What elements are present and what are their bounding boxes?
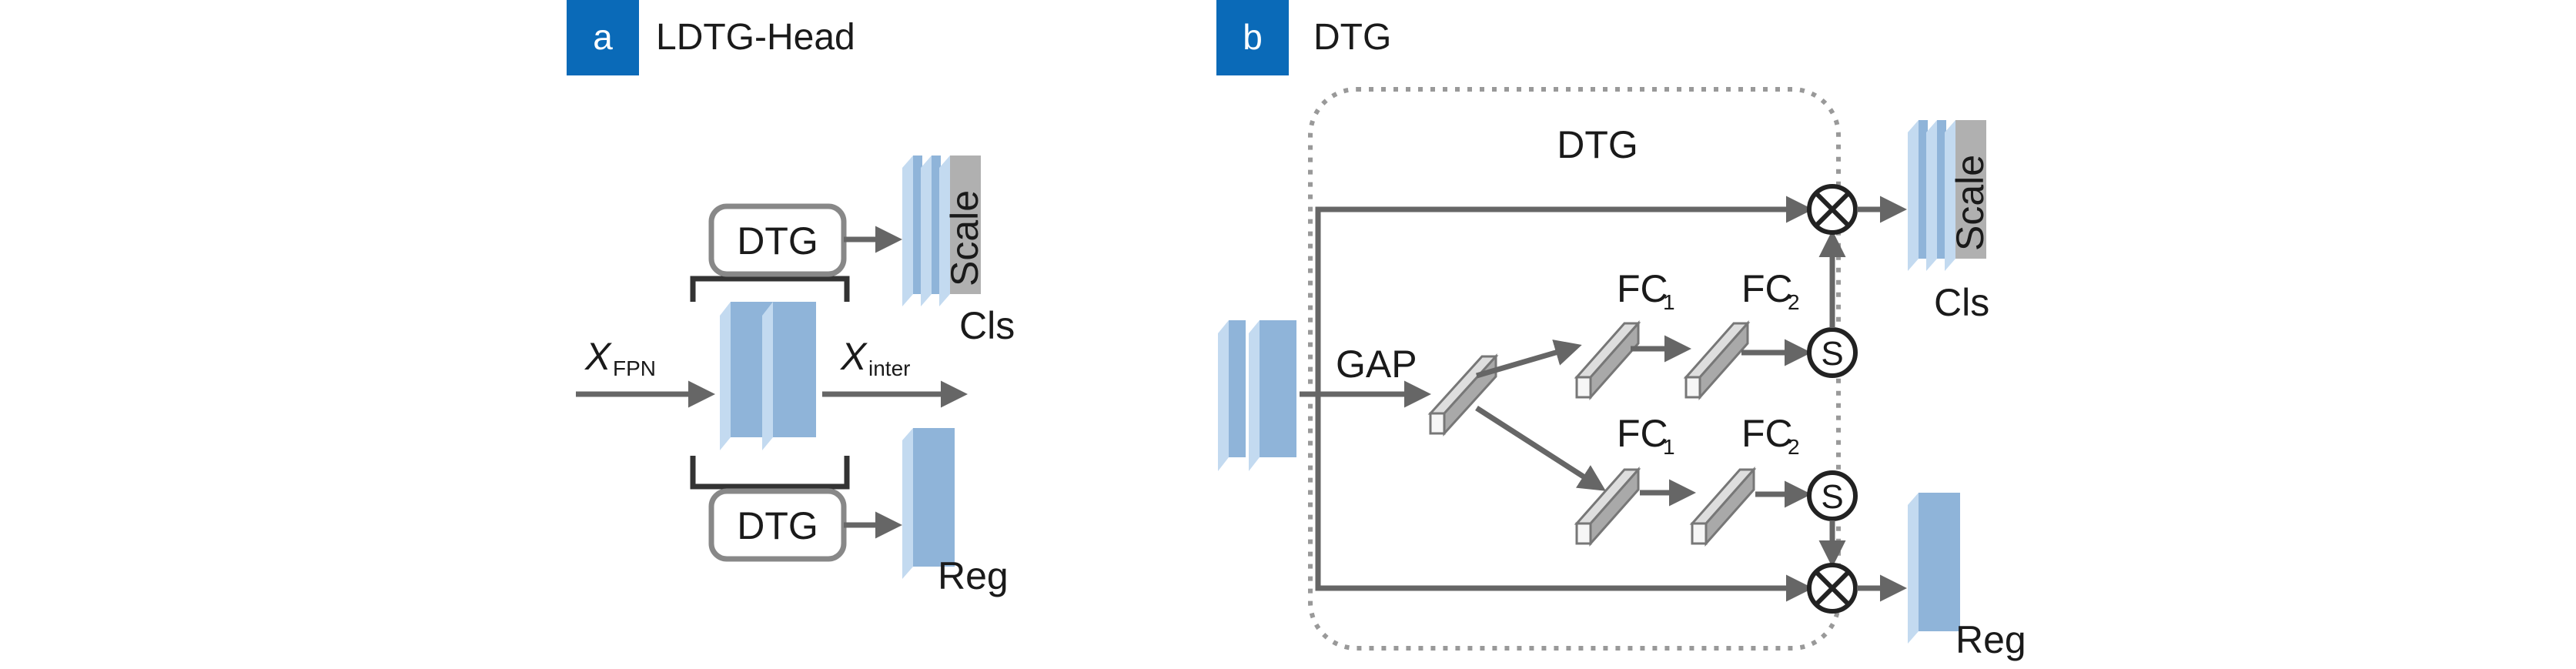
sigmoid-bottom-label: S bbox=[1821, 478, 1843, 516]
sigmoid-bottom-circle bbox=[1807, 470, 1858, 521]
x-inter-label: X bbox=[840, 335, 868, 378]
panel-a: a LDTG-Head X FPN X inter DTG DTG bbox=[567, 0, 1015, 597]
reg-feature-map-a bbox=[902, 428, 955, 579]
cls-feature-stack-b bbox=[1908, 120, 1986, 271]
scale-label-a: Scale bbox=[943, 190, 986, 286]
sigmoid-top-circle bbox=[1807, 327, 1858, 378]
panel-b: b DTG DTG GAP bbox=[1216, 0, 2026, 661]
top-skip-path bbox=[1300, 196, 1813, 397]
fc1-bottom-label: FC bbox=[1617, 412, 1668, 455]
scale-label-b: Scale bbox=[1949, 155, 1992, 251]
reg-label-b: Reg bbox=[1955, 618, 2026, 661]
fc1-bottom bbox=[1574, 467, 1641, 547]
gap-vector bbox=[1427, 353, 1499, 437]
x-inter-subscript: inter bbox=[868, 356, 910, 380]
fc1-top bbox=[1574, 320, 1641, 400]
dtg-top-label: DTG bbox=[737, 219, 818, 263]
cls-label-a: Cls bbox=[959, 304, 1015, 347]
bottom-skip-path bbox=[1315, 394, 1813, 602]
bottom-bracket bbox=[690, 456, 850, 490]
dtg-inner-title: DTG bbox=[1557, 123, 1638, 166]
reg-label-a: Reg bbox=[938, 554, 1009, 597]
multiply-top-icon bbox=[1807, 184, 1858, 235]
fc1-bottom-subscript: 1 bbox=[1663, 435, 1675, 459]
top-bracket bbox=[690, 276, 850, 302]
fc1-top-subscript: 1 bbox=[1663, 290, 1675, 314]
panel-b-badge-label: b bbox=[1243, 17, 1263, 57]
input-feature-maps-b bbox=[1218, 320, 1296, 471]
fc2-top-subscript: 2 bbox=[1788, 290, 1800, 314]
x-fpn-label: X bbox=[584, 335, 612, 378]
panel-b-badge bbox=[1216, 0, 1289, 75]
fc2-top bbox=[1683, 320, 1751, 400]
fc2-bottom bbox=[1689, 467, 1757, 547]
branch-bottom-arrow bbox=[1475, 406, 1606, 491]
fc2-top-label: FC bbox=[1741, 267, 1793, 310]
reg-feature-map-b bbox=[1908, 493, 1960, 644]
sigmoid-top-label: S bbox=[1821, 335, 1843, 373]
branch-top-arrow bbox=[1476, 340, 1582, 379]
gap-label: GAP bbox=[1336, 343, 1417, 386]
x-fpn-subscript: FPN bbox=[613, 356, 656, 380]
fc2-bottom-label: FC bbox=[1741, 412, 1793, 455]
cls-feature-stack-a bbox=[902, 156, 981, 306]
dtg-bottom-label: DTG bbox=[737, 504, 818, 547]
panel-a-badge-label: a bbox=[593, 17, 613, 57]
cls-label-b: Cls bbox=[1934, 281, 1989, 324]
multiply-bottom-icon bbox=[1807, 563, 1858, 614]
panel-b-title: DTG bbox=[1313, 17, 1391, 58]
fc1-top-label: FC bbox=[1617, 267, 1668, 310]
fc2-bottom-subscript: 2 bbox=[1788, 435, 1800, 459]
panel-a-badge bbox=[567, 0, 639, 75]
feature-maps-center bbox=[720, 302, 816, 450]
panel-a-title: LDTG-Head bbox=[656, 17, 855, 58]
